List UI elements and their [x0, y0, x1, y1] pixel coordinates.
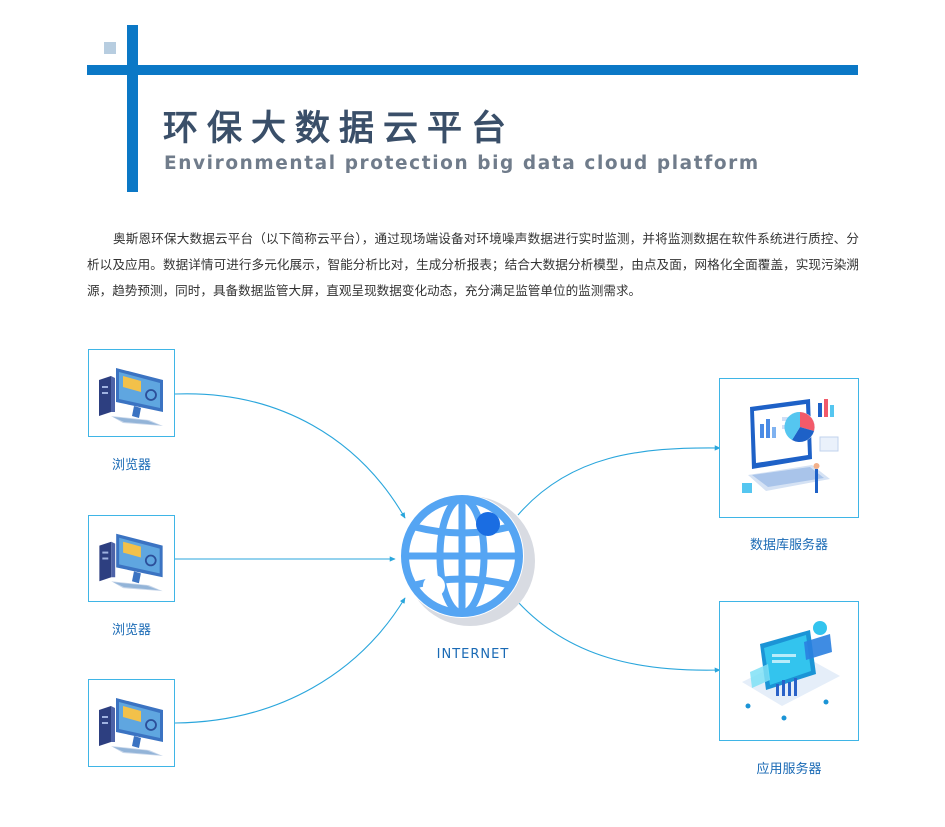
- app-server-icon: [742, 621, 840, 721]
- header-vertical-bar: [127, 25, 138, 192]
- app-server-label: 应用服务器: [756, 762, 822, 777]
- client-card-1: [88, 349, 175, 437]
- page-subtitle: Environmental protection big data cloud …: [164, 153, 760, 174]
- client-label-1: 浏览器: [111, 458, 151, 473]
- connector-db-server: [517, 445, 721, 516]
- app-server-card: [719, 601, 859, 741]
- database-server-card: [719, 378, 859, 518]
- connector-app-server: [517, 601, 721, 673]
- description-paragraph: 奥斯恩环保大数据云平台（以下简称云平台），通过现场端设备对环境噪声数据进行实时监…: [87, 231, 859, 298]
- page-title: 环保大数据云平台: [163, 109, 516, 149]
- client-label-2: 浏览器: [111, 623, 151, 638]
- database-server-label: 数据库服务器: [749, 538, 828, 553]
- computer-icon: [99, 698, 163, 756]
- globe-icon: [400, 494, 535, 626]
- header-accent-square: [104, 42, 116, 54]
- client-card-3: [88, 679, 175, 767]
- computer-icon: [99, 533, 163, 592]
- client-card-2: [88, 515, 175, 602]
- internet-label: INTERNET: [436, 647, 510, 662]
- header-horizontal-bar: [87, 65, 858, 75]
- computer-icon: [99, 368, 163, 426]
- connector-client-1: [174, 393, 406, 519]
- connector-client-3: [174, 597, 406, 724]
- database-dashboard-icon: [742, 399, 839, 493]
